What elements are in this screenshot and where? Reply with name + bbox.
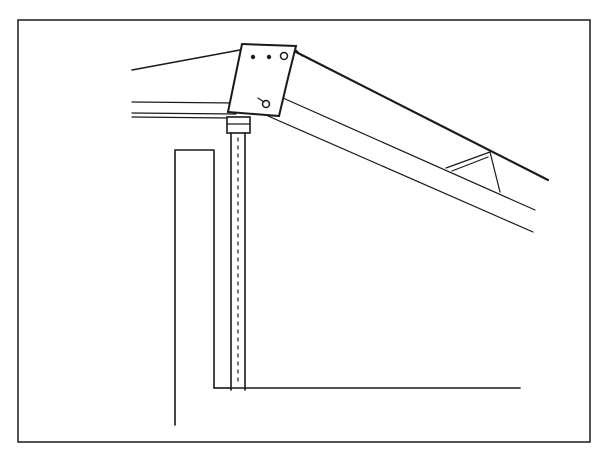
roof-line-left <box>131 49 241 71</box>
plate-edge-detail <box>295 49 303 57</box>
bolt-hole-icon <box>266 54 272 60</box>
bolt-pointer-line <box>257 97 265 103</box>
eave-beam-under <box>131 116 229 119</box>
frame-border <box>17 19 591 443</box>
diagonal-brace <box>445 151 501 193</box>
diagonal-brace-inner <box>451 156 489 172</box>
bolt-hole-icon <box>250 54 256 60</box>
eave-beam-top <box>131 101 237 104</box>
rafter-top-edge <box>282 97 536 211</box>
left-wall <box>174 149 215 426</box>
bolt-hole-icon <box>279 51 289 61</box>
truss-peak-plate <box>226 42 298 118</box>
post-capital <box>226 116 251 134</box>
rafter-bottom-edge <box>267 115 534 233</box>
roof-line-right <box>294 50 550 182</box>
eave-beam-bottom <box>131 112 237 115</box>
